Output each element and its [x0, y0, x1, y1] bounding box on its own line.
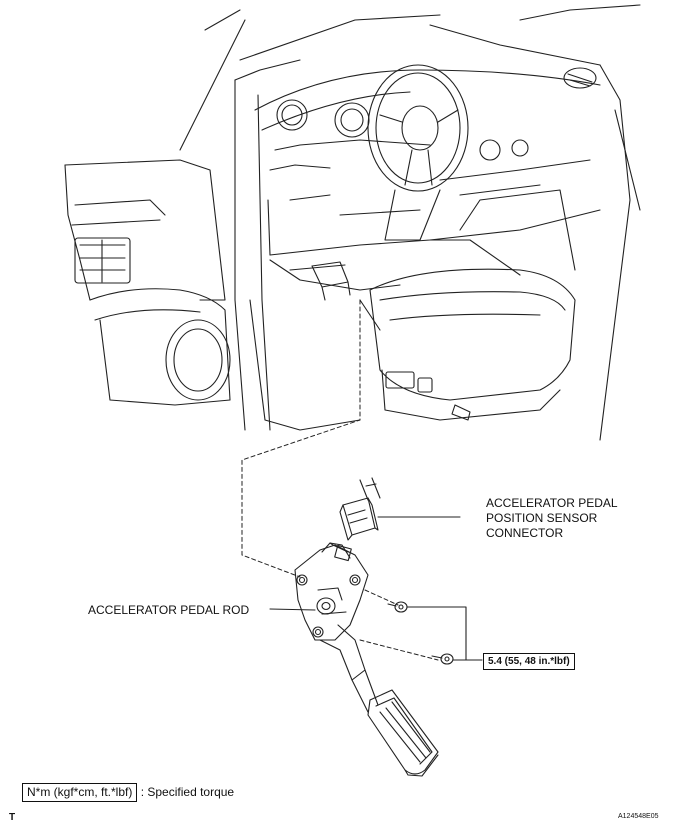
corner-mark: T — [9, 812, 16, 823]
vehicle-interior-drawing — [64, 4, 641, 441]
sensor-connector-label-line-1: ACCELERATOR PEDAL — [486, 496, 618, 510]
leader-lines — [269, 516, 483, 661]
sensor-connector-label: ACCELERATOR PEDAL POSITION SENSOR CONNEC… — [486, 496, 618, 541]
pedal-rod-label: ACCELERATOR PEDAL ROD — [88, 603, 250, 617]
sensor-connector-drawing — [339, 477, 381, 541]
figure-id: A124548E05 — [618, 813, 659, 820]
sensor-connector-label-line-2: POSITION SENSOR — [486, 511, 598, 525]
dashed-leader-lines — [241, 299, 439, 661]
legend-unit-box: N*m (kgf*cm, ft.*lbf) — [22, 783, 138, 802]
legend-description: : Specified torque — [140, 785, 235, 799]
torque-legend: N*m (kgf*cm, ft.*lbf) : Specified torque — [22, 783, 234, 802]
torque-value-box: 5.4 (55, 48 in.*lbf) — [483, 653, 575, 670]
accelerator-pedal-drawing — [294, 542, 454, 777]
sensor-connector-label-line-3: CONNECTOR — [486, 526, 564, 540]
